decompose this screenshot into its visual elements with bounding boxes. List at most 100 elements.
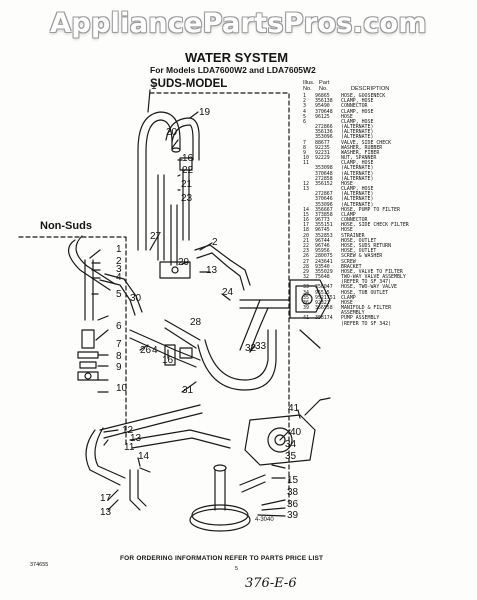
header-no: No. bbox=[303, 86, 312, 92]
row-illus-no: 36 bbox=[303, 299, 309, 306]
row-part-no: 356558 bbox=[315, 305, 333, 312]
row-description: WASHER, RUBBER bbox=[341, 144, 383, 151]
row-description: (ALTERNATE) bbox=[341, 170, 374, 177]
row-part-no: 356138 bbox=[315, 98, 333, 105]
row-description: CLAMP, HOSE bbox=[341, 108, 374, 115]
row-illus-no: 13 bbox=[303, 186, 309, 193]
header-description: DESCRIPTION bbox=[351, 86, 390, 92]
row-illus-no: 18 bbox=[303, 227, 309, 234]
callout-29: 29 bbox=[178, 257, 190, 268]
row-description: HOSE, SIDE CHECK FILTER bbox=[341, 222, 409, 229]
callout-31: 31 bbox=[182, 385, 194, 396]
table-row: 353096(ALTERNATE) bbox=[303, 201, 475, 208]
callout-17: 17 bbox=[100, 493, 112, 504]
row-description: (REFER TO SF 342) bbox=[341, 320, 392, 327]
handwritten-code: 376-E-6 bbox=[245, 576, 297, 591]
table-row: 353096 (ALTERNATE) bbox=[303, 135, 475, 140]
drawing-number: 4-3040 bbox=[255, 517, 274, 523]
callout-30: 30 bbox=[130, 293, 142, 304]
row-description: HOSE bbox=[341, 227, 353, 234]
callout-6: 6 bbox=[116, 321, 122, 332]
row-description: (ALTERNATE) bbox=[341, 129, 374, 136]
page-number: 5 bbox=[235, 566, 239, 572]
row-part-no: 356667 bbox=[315, 206, 333, 213]
row-description: HOSE, TUB OUTLET bbox=[341, 289, 389, 296]
callout-16: 16 bbox=[182, 153, 194, 164]
callout-3: 3 bbox=[116, 264, 122, 275]
callout-13: 13 bbox=[206, 265, 218, 276]
row-illus-no: 27 bbox=[303, 258, 309, 265]
row-description: CLAMP bbox=[341, 211, 356, 218]
table-row: ASSEMBLY bbox=[303, 311, 475, 316]
row-description: (ALTERNATE) bbox=[341, 134, 374, 141]
header-illus: Illus. bbox=[303, 80, 315, 86]
row-part-no: 356152 bbox=[315, 180, 333, 187]
row-part-no: 355029 bbox=[315, 268, 333, 275]
row-description: TWO-WAY VALVE ASSEMBLY bbox=[341, 274, 406, 281]
row-part-no: 353096 bbox=[315, 134, 333, 141]
table-row: (REFER TO SF 342) bbox=[303, 320, 475, 327]
row-part-no: 370648 bbox=[315, 170, 333, 177]
row-illus-no: 6 bbox=[303, 118, 306, 125]
table-row: 272866(ALTERNATE) bbox=[303, 124, 475, 130]
callout-26: 26 bbox=[140, 345, 152, 356]
callout-12: 12 bbox=[122, 425, 134, 436]
row-part-no: 243641 bbox=[315, 258, 333, 265]
row-part-no: 352853 bbox=[315, 232, 333, 239]
row-part-no: 96773 bbox=[315, 217, 330, 224]
row-description: MANIFOLD & FILTER bbox=[341, 305, 392, 312]
row-part-no: 353096 bbox=[315, 201, 333, 208]
row-description: PUMP ASSEMBLY bbox=[341, 315, 380, 322]
callout-36: 36 bbox=[287, 499, 299, 510]
row-part-no: 272858 bbox=[315, 175, 333, 182]
callout-28: 28 bbox=[190, 317, 202, 328]
row-description: CLAMP, HOSE bbox=[341, 98, 374, 105]
table-row: 356136 (ALTERNATE) bbox=[303, 130, 475, 135]
callout-34: 34 bbox=[285, 439, 297, 450]
row-description: SCREW bbox=[341, 258, 356, 265]
header-part-no: No. bbox=[319, 86, 328, 92]
row-description: BRACKET bbox=[341, 263, 362, 270]
row-part-no: 75648 bbox=[315, 274, 330, 281]
row-illus-no: 12 bbox=[303, 180, 309, 187]
row-description: CONNECTOR bbox=[341, 217, 368, 224]
callout-16b: 16 bbox=[162, 355, 174, 366]
row-part-no: 96865 bbox=[315, 93, 330, 99]
row-illus-no: 33 bbox=[303, 284, 309, 291]
table-row: 370646(ALTERNATE) bbox=[303, 197, 475, 202]
row-part-no: 356136 bbox=[315, 129, 333, 136]
row-part-no: 92231 bbox=[315, 149, 330, 156]
row-description: CLAMP, HOSE bbox=[341, 186, 374, 193]
row-illus-no: 10 bbox=[303, 155, 309, 162]
row-description: CLAMP bbox=[341, 294, 356, 301]
parts-header-bottom: No. No. DESCRIPTION bbox=[303, 86, 475, 92]
row-description: HOSE, OUTLET bbox=[341, 237, 377, 244]
row-part-no: 93540 bbox=[315, 263, 330, 270]
row-description: HOSE, TWO-WAY VALVE bbox=[341, 284, 397, 291]
row-part-no: 370648 bbox=[315, 108, 333, 115]
callout-39: 39 bbox=[287, 510, 299, 521]
row-part-no: 92321 bbox=[315, 299, 330, 306]
row-description: HOSE, OUTLET bbox=[341, 248, 377, 255]
callout-2: 2 bbox=[212, 237, 218, 248]
row-description: CLAMP, HOSE bbox=[341, 160, 374, 167]
row-description: (ALTERNATE) bbox=[341, 165, 374, 172]
row-description: CONNECTOR bbox=[341, 103, 368, 110]
callout-9: 9 bbox=[116, 362, 122, 373]
row-part-no: 373858 bbox=[315, 211, 333, 218]
